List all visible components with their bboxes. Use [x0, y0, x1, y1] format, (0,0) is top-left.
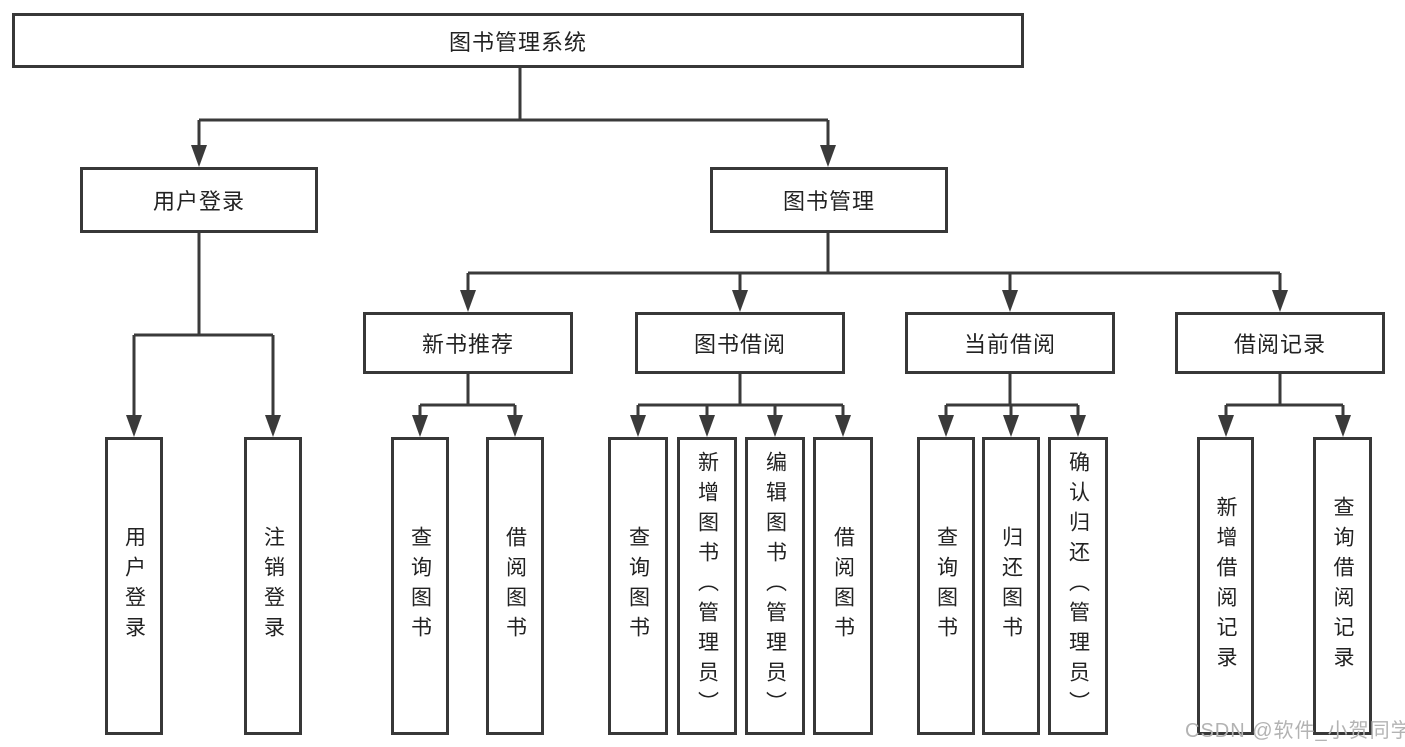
- csdn-watermark: CSDN @软件_小贺同学: [1185, 720, 1405, 742]
- node-label: 图书管理: [782, 189, 875, 214]
- node-label: 图书借阅: [693, 332, 786, 357]
- connector-records-children: [1224, 403, 1345, 422]
- node-query-books-current: 查询图书: [917, 437, 975, 735]
- arrow-icon: [767, 415, 783, 437]
- node-query-books-borrow: 查询图书: [608, 437, 668, 735]
- arrow-icon: [265, 415, 281, 437]
- connector-recommend-children: [418, 403, 517, 422]
- connector-user-login-children: [132, 233, 275, 422]
- node-user-login-leaf: 用户登录: [105, 437, 163, 735]
- connector-level3-stems: [466, 373, 1282, 405]
- node-label: 新书推荐: [421, 332, 514, 357]
- arrow-icon: [630, 415, 646, 437]
- arrow-icon: [1003, 415, 1019, 437]
- node-confirm-return-admin: 确认归还（管理员）: [1048, 437, 1108, 735]
- node-label: 借阅图书: [831, 526, 855, 646]
- node-borrow-books-leaf: 借阅图书: [813, 437, 873, 735]
- node-book-borrow: 图书借阅: [635, 312, 845, 374]
- arrow-icon: [460, 290, 476, 312]
- arrow-icon: [1335, 415, 1351, 437]
- node-borrow-records: 借阅记录: [1175, 312, 1385, 374]
- node-label: 查询图书: [934, 526, 958, 646]
- node-label: 注销登录: [261, 526, 285, 646]
- arrow-icon: [191, 145, 207, 167]
- node-query-borrow-record: 查询借阅记录: [1313, 437, 1372, 735]
- arrow-icon: [507, 415, 523, 437]
- node-current-borrow: 当前借阅: [905, 312, 1115, 374]
- node-label: 借阅图书: [503, 526, 527, 646]
- node-label: 当前借阅: [963, 332, 1056, 357]
- node-label: 确认归还（管理员）: [1066, 451, 1090, 721]
- node-new-book-recommend: 新书推荐: [363, 312, 573, 374]
- arrow-icon: [835, 415, 851, 437]
- connector-borrow-children: [636, 403, 845, 422]
- arrow-icon: [1002, 290, 1018, 312]
- node-label: 查询图书: [408, 526, 432, 646]
- node-logout: 注销登录: [244, 437, 302, 735]
- node-label: 归还图书: [999, 526, 1023, 646]
- node-user-login: 用户登录: [80, 167, 318, 233]
- arrow-icon: [412, 415, 428, 437]
- node-query-books-recommend: 查询图书: [391, 437, 449, 735]
- node-label: 新增图书（管理员）: [695, 451, 719, 721]
- node-label: 新增借阅记录: [1214, 496, 1237, 676]
- arrow-icon: [1272, 290, 1288, 312]
- node-label: 借阅记录: [1233, 332, 1326, 357]
- connector-book-mgmt-children: [466, 233, 1282, 296]
- node-add-borrow-record: 新增借阅记录: [1197, 437, 1254, 735]
- node-label: 查询图书: [626, 526, 650, 646]
- arrow-icon: [126, 415, 142, 437]
- node-label: 图书管理系统: [448, 29, 587, 55]
- node-label: 用户登录: [122, 526, 146, 646]
- node-label: 查询借阅记录: [1331, 496, 1354, 676]
- node-book-management: 图书管理: [710, 167, 948, 233]
- connector-root-to-level2: [197, 68, 830, 150]
- arrow-icon: [820, 145, 836, 167]
- arrow-icon: [732, 290, 748, 312]
- arrow-icon: [699, 415, 715, 437]
- connector-current-children: [944, 403, 1080, 422]
- arrowheads: [126, 145, 1351, 437]
- node-return-books: 归还图书: [982, 437, 1040, 735]
- node-library-management-system: 图书管理系统: [12, 13, 1024, 68]
- node-edit-book-admin: 编辑图书（管理员）: [745, 437, 805, 735]
- node-label: 编辑图书（管理员）: [763, 451, 787, 721]
- arrow-icon: [938, 415, 954, 437]
- arrow-icon: [1070, 415, 1086, 437]
- node-label: 用户登录: [152, 189, 245, 214]
- node-add-book-admin: 新增图书（管理员）: [677, 437, 737, 735]
- arrow-icon: [1218, 415, 1234, 437]
- node-borrow-books-recommend: 借阅图书: [486, 437, 544, 735]
